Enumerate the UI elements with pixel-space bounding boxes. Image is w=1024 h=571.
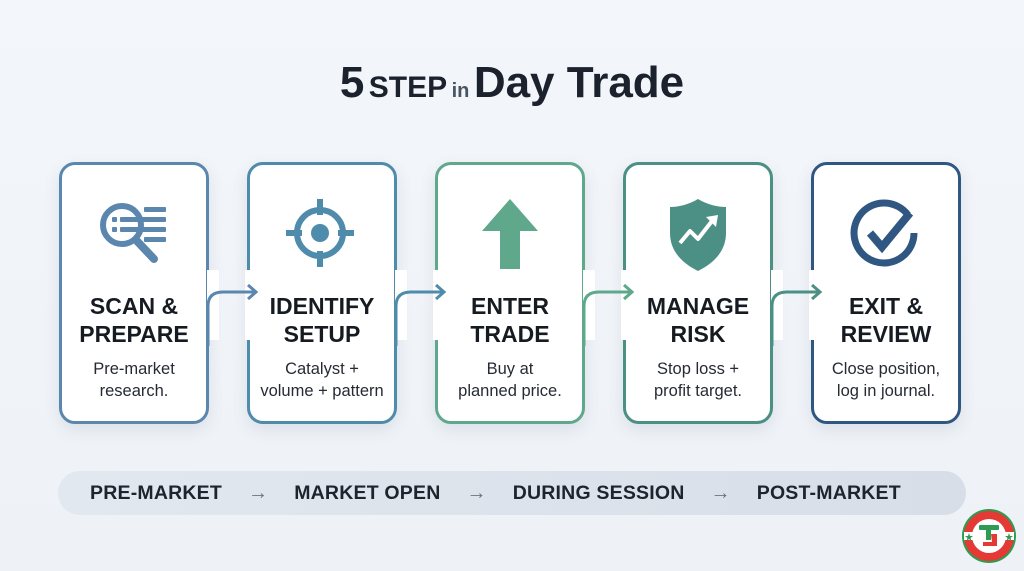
connector-gap (809, 270, 821, 340)
market-phase-bar: PRE-MARKET → MARKET OPEN → DURING SESSIO… (58, 471, 966, 515)
step-description: Stop loss + profit target. (653, 360, 743, 400)
phase-post-market: POST-MARKET (756, 481, 901, 504)
step-description: Catalyst + volume + pattern (260, 360, 384, 400)
connector-gap (621, 270, 633, 340)
title-in: in (451, 80, 470, 102)
phase-during-session: DURING SESSION (512, 481, 685, 504)
phase-arrow-icon: → (710, 481, 731, 504)
connector-arrow-icon (582, 283, 635, 346)
step-card-identify-setup: IDENTIFY SETUP Catalyst + volume + patte… (247, 162, 397, 424)
connector-gap (395, 270, 407, 340)
phase-arrow-icon: → (248, 481, 269, 504)
magnifier-list-icon (62, 193, 206, 277)
step-card-manage-risk: MANAGE RISK Stop loss + profit target. (623, 162, 773, 424)
connector-arrow-icon (206, 283, 259, 346)
crosshair-target-icon (250, 193, 394, 277)
phase-arrow-icon: → (466, 481, 487, 504)
connector-gap (771, 270, 783, 340)
step-card-exit-review: EXIT & REVIEW Close position, log in jou… (811, 162, 961, 424)
title-number: 5 (339, 58, 365, 107)
check-circle-icon (814, 193, 958, 277)
step-title: ENTER TRADE (470, 293, 550, 347)
connector-gap (433, 270, 445, 340)
step-description: Pre-market research. (93, 360, 175, 400)
step-description: Close position, log in journal. (831, 360, 941, 400)
step-title: SCAN & PREPARE (79, 293, 189, 347)
step-card-scan-prepare: SCAN & PREPARE Pre-market research. (59, 162, 209, 424)
connector-arrow-icon (394, 283, 447, 346)
step-card-enter-trade: ENTER TRADE Buy at planned price. (435, 162, 585, 424)
shield-trend-icon (626, 193, 770, 277)
connector-arrow-icon (770, 283, 823, 346)
page-title: 5 STEP in Day Trade (0, 58, 1024, 108)
connector-gap (583, 270, 595, 340)
title-step: STEP (368, 71, 448, 104)
arrow-up-icon (438, 193, 582, 277)
step-title: MANAGE RISK (646, 293, 750, 347)
phase-market-open: MARKET OPEN (294, 481, 441, 504)
title-main: Day Trade (473, 58, 685, 107)
step-description: Buy at planned price. (458, 360, 562, 400)
connector-gap (245, 270, 257, 340)
phase-pre-market: PRE-MARKET (90, 481, 222, 504)
connector-gap (207, 270, 219, 340)
step-title: IDENTIFY SETUP (269, 293, 375, 347)
t-badge-logo-icon (962, 509, 1016, 563)
step-title: EXIT & REVIEW (840, 293, 932, 347)
